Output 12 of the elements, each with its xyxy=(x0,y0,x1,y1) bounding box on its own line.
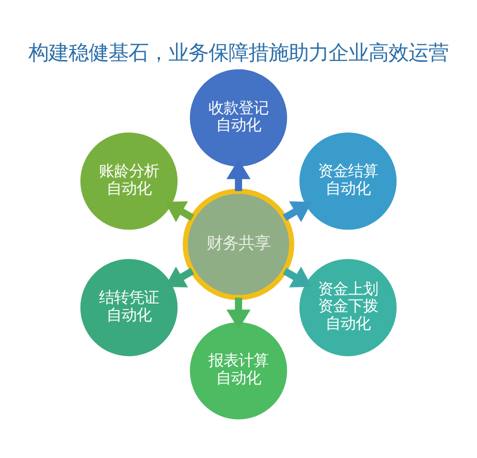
node-circle: 报表计算自动化 xyxy=(190,322,288,420)
node-circle: 资金结算自动化 xyxy=(299,132,397,230)
node-circle: 账龄分析自动化 xyxy=(80,132,178,230)
arrow xyxy=(226,298,251,330)
arrow xyxy=(164,201,194,222)
diagram-title: 构建稳健基石，业务保障措施助力企业高效运营 xyxy=(28,40,448,65)
arrow xyxy=(282,201,312,222)
node-circle: 收款登记自动化 xyxy=(190,69,288,166)
node-circle: 财务共享 xyxy=(182,188,294,300)
node-circle: 结转凭证自动化 xyxy=(80,258,178,356)
node-circle: 资金上划资金下拨自动化 xyxy=(299,258,397,356)
arrow xyxy=(282,266,312,288)
